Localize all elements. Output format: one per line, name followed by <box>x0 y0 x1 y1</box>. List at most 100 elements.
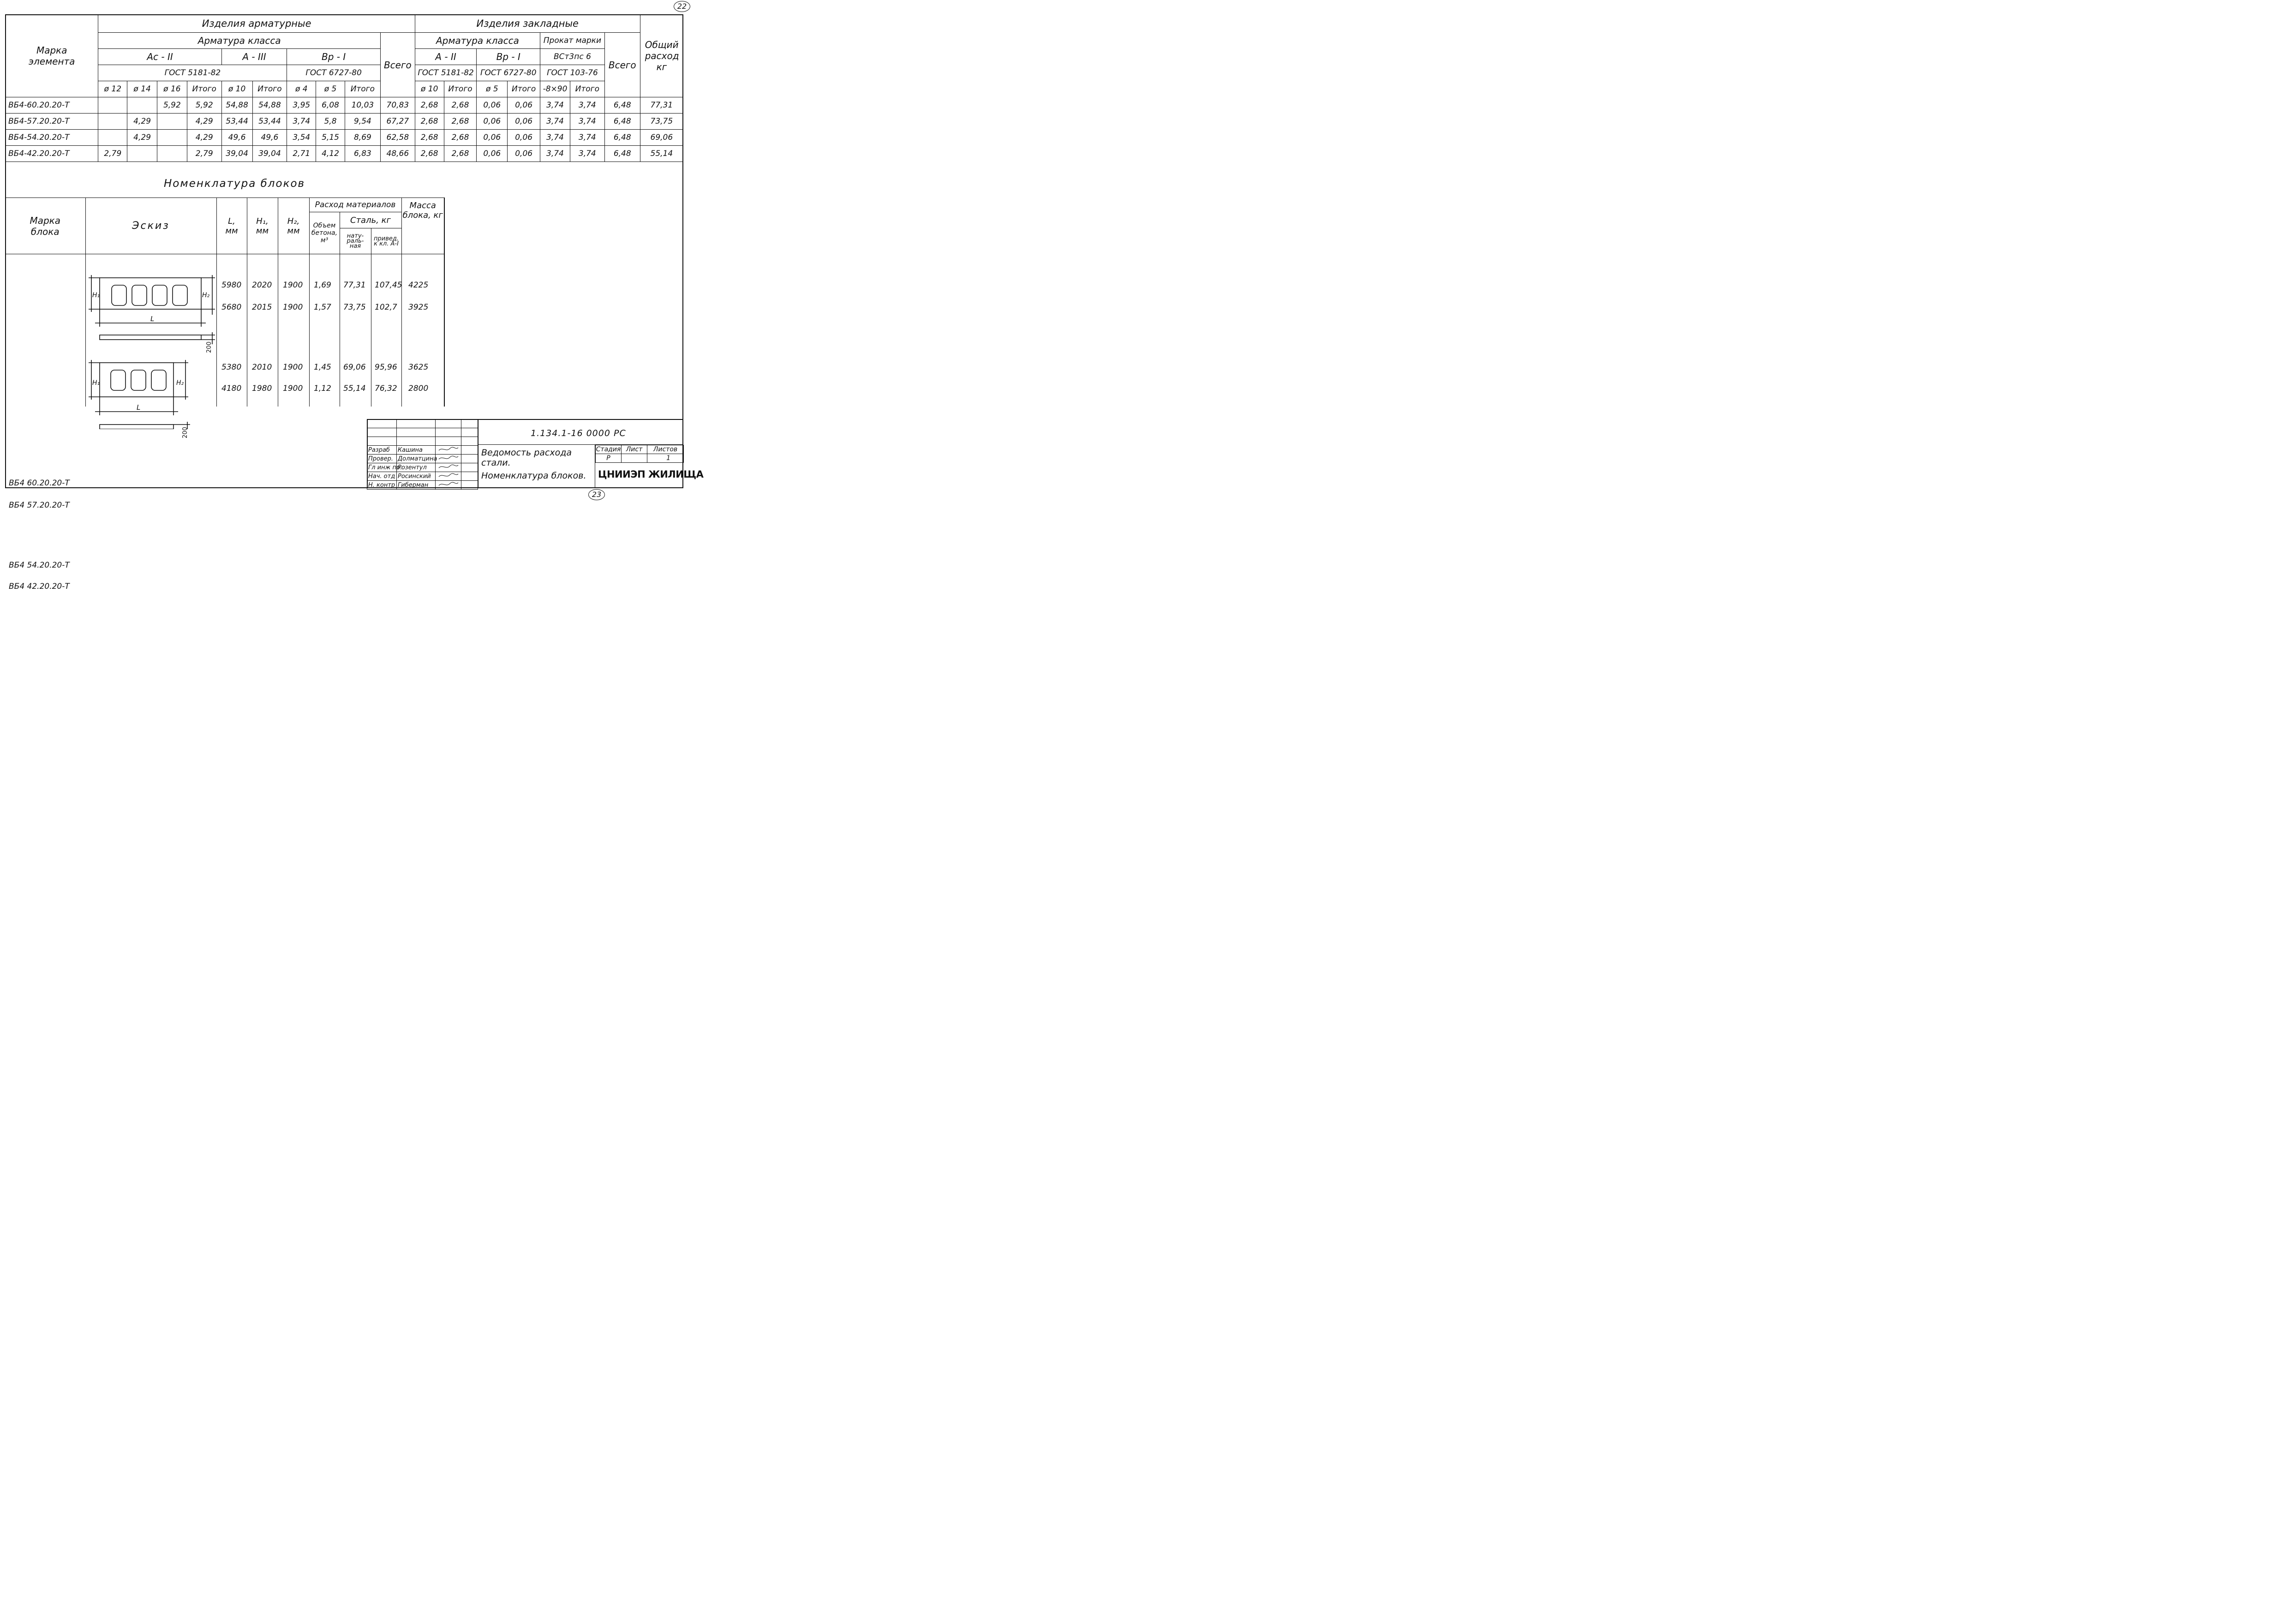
nomenclature-value: 55,14 <box>343 384 366 393</box>
rolled-grade: ВСт3пс 6 <box>540 48 605 65</box>
subcol-header: ø 5 <box>316 81 345 97</box>
nomenclature-value: 5980 <box>221 281 242 290</box>
nomenclature-value: 2800 <box>408 384 429 393</box>
steel-value-cell <box>127 97 157 114</box>
steel-value-cell <box>98 97 128 114</box>
class-bp1: Вр - I <box>287 48 381 65</box>
steel-value-cell <box>98 113 128 130</box>
col-length: L, мм <box>216 198 247 254</box>
col-h1: H₁, мм <box>246 198 278 254</box>
nomenclature-value: 2020 <box>252 281 272 290</box>
nomenclature-value: 102,7 <box>375 303 397 312</box>
nomenclature-value: 1,69 <box>314 281 331 290</box>
steel-value-cell: 69,06 <box>640 129 684 146</box>
steel-value-cell: 5,8 <box>316 113 345 130</box>
steel-value-cell: 3,95 <box>287 97 317 114</box>
steel-value-cell: 2,68 <box>443 145 477 162</box>
nomenclature-value: 1,57 <box>314 303 331 312</box>
col-total-consumption: Общий расход кг <box>640 14 684 97</box>
steel-value-cell: 0,06 <box>507 145 541 162</box>
steel-value-cell: 6,83 <box>344 145 381 162</box>
steel-value-cell: 0,06 <box>507 97 541 114</box>
subcol-header: ø 16 <box>157 81 187 97</box>
stamp-date <box>461 454 478 463</box>
element-mark-cell: ВБ4-60.20.20-Т <box>5 97 99 114</box>
h1-cell <box>246 254 278 407</box>
steel-value-cell: 67,27 <box>380 113 415 130</box>
steel-value-cell: 0,06 <box>476 97 508 114</box>
stamp-role: Н. контр <box>367 480 397 490</box>
subcol-header: ø 14 <box>127 81 157 97</box>
steel-reduced-cell <box>371 254 402 407</box>
steel-value-cell: 2,68 <box>414 97 444 114</box>
steel-value-cell: 2,71 <box>287 145 317 162</box>
steel-value-cell: 3,74 <box>569 113 605 130</box>
stamp-blank-cell <box>367 437 397 446</box>
stamp-signature <box>435 463 461 472</box>
steel-value-cell: 5,92 <box>157 97 187 114</box>
steel-value-cell: 0,06 <box>507 129 541 146</box>
stamp-role: Нач. отд <box>367 472 397 481</box>
sketch-h1-label: H₁ <box>92 379 100 387</box>
steel-value-cell: 49,6 <box>252 129 287 146</box>
stamp-blank-cell <box>396 419 436 428</box>
element-mark-cell: ВБ4-57.20.20-Т <box>5 113 99 130</box>
element-mark-cell: ВБ4-42.20.20-Т <box>5 145 99 162</box>
steel-value-cell: 2,79 <box>98 145 128 162</box>
sheets-value: 1 <box>647 454 684 463</box>
steel-value-cell: 6,48 <box>604 113 640 130</box>
steel-value-cell: 48,66 <box>380 145 415 162</box>
concrete-cell <box>309 254 340 407</box>
steel-value-cell <box>127 145 157 162</box>
steel-value-cell: 39,04 <box>252 145 287 162</box>
steel-value-cell: 4,29 <box>127 129 157 146</box>
document-title-line3: Номенклатура блоков. <box>481 471 586 481</box>
steel-value-cell: 3,74 <box>540 113 570 130</box>
col-consumption: Расход материалов <box>309 198 402 212</box>
stamp-signature <box>435 472 461 481</box>
organization-name: ЦНИИЭП ЖИЛИЩА <box>598 469 704 480</box>
nomenclature-value: 76,32 <box>375 384 397 393</box>
steel-value-cell: 0,06 <box>476 113 508 130</box>
steel-value-cell: 2,68 <box>414 113 444 130</box>
steel-value-cell <box>98 129 128 146</box>
stamp-name: Розентул <box>396 463 436 472</box>
steel-consumption-table: Марка элемента Изделия арматурные Издели… <box>5 14 684 162</box>
sheet-label: Лист <box>621 445 647 454</box>
steel-value-cell: 4,29 <box>186 113 222 130</box>
stamp-blank-cell <box>461 437 478 446</box>
nomenclature-value: 73,75 <box>343 303 366 312</box>
steel-value-cell: 2,79 <box>186 145 222 162</box>
col-h2: H₂, мм <box>277 198 310 254</box>
steel-value-cell: 3,74 <box>540 129 570 146</box>
stamp-blank-cell <box>367 419 397 428</box>
steel-value-cell: 53,44 <box>252 113 287 130</box>
class-a3: А - III <box>221 48 287 65</box>
class-bp1-embed: Вр - I <box>476 48 541 65</box>
sketch-dim-label: 200 <box>205 341 213 353</box>
nomenclature-value: 95,96 <box>375 363 397 372</box>
element-mark-cell: ВБ4-54.20.20-Т <box>5 129 99 146</box>
steel-value-cell: 6,08 <box>316 97 345 114</box>
stage-value: Р <box>595 454 622 463</box>
steel-value-cell: 6,48 <box>604 145 640 162</box>
steel-value-cell: 3,74 <box>569 129 605 146</box>
steel-value-cell: 39,04 <box>221 145 253 162</box>
gost-103: ГОСТ 103-76 <box>540 65 605 81</box>
stamp-blank-cell <box>435 428 461 437</box>
steel-value-cell: 2,68 <box>443 129 477 146</box>
steel-value-cell <box>157 129 187 146</box>
sketch-cell <box>85 254 217 407</box>
group-reinforcement-products: Изделия арматурные <box>98 14 415 33</box>
nomenclature-value: 1900 <box>283 363 303 372</box>
block-sketch-large: H₁ H₂ L <box>89 275 215 344</box>
steel-value-cell: 62,58 <box>380 129 415 146</box>
stamp-signature <box>435 445 461 455</box>
gost-6727: ГОСТ 6727-80 <box>287 65 381 81</box>
page-number-top: 22 <box>674 1 690 12</box>
